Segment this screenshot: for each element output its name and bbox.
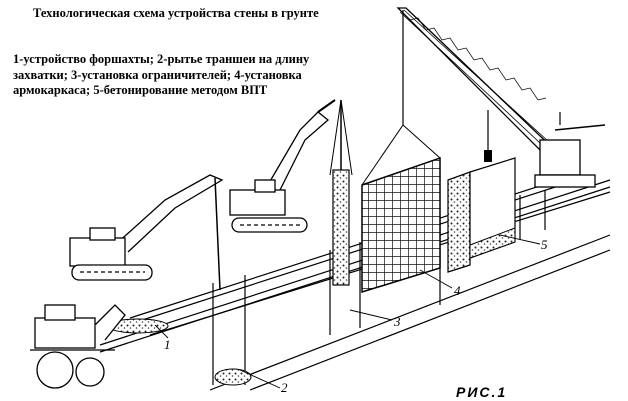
excavator-right (229, 99, 336, 233)
callout-1: 1 (164, 337, 171, 352)
callout-2: 2 (281, 380, 288, 395)
crane (396, 7, 606, 188)
excavated-soil (214, 368, 252, 386)
reinforcement-cage (361, 156, 441, 294)
limiter-pipe (332, 169, 350, 286)
page-title: Технологическая схема устройства стены в… (33, 6, 319, 20)
front-loader (30, 304, 126, 389)
callout-5: 5 (541, 237, 548, 252)
callout-4: 4 (454, 283, 461, 298)
figure-label: РИС.1 (456, 384, 508, 400)
legend-text: 1-устройство форшахты; 2-рытье траншеи н… (13, 52, 310, 97)
trench-section (212, 190, 546, 385)
callout-3: 3 (393, 314, 401, 329)
concrete-panel (447, 171, 471, 273)
excavator-left (69, 174, 224, 291)
